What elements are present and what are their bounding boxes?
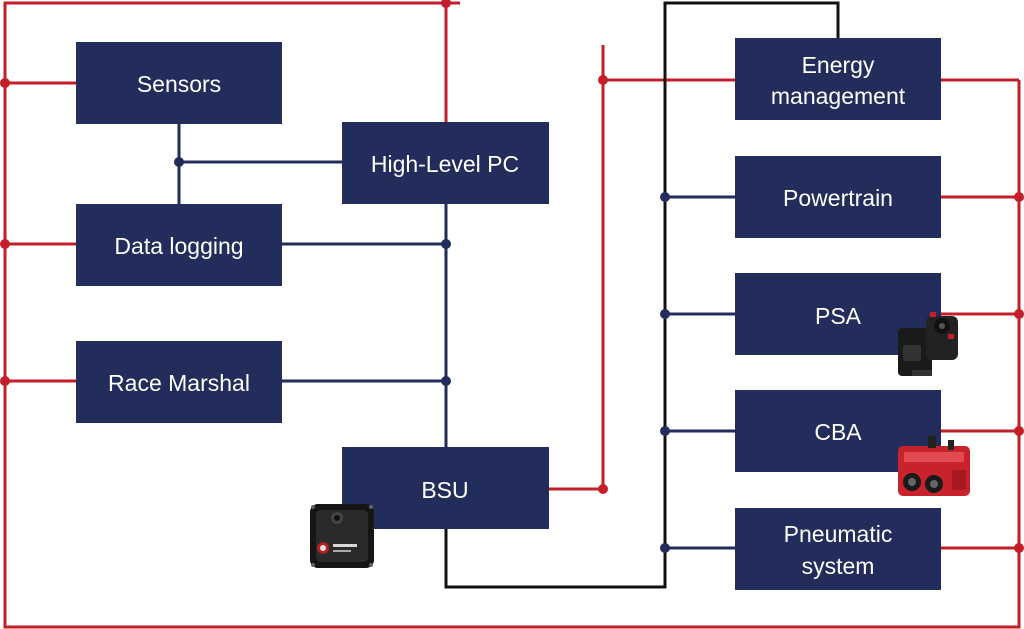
block-label: Data logging [114,233,243,259]
block-pneumatic-system: Pneumatic system [735,508,941,590]
junction-dot [174,157,184,167]
junction-dot [441,376,451,386]
block-energy-management: Energy management [735,38,941,120]
bsu-device-icon [310,504,374,568]
block-sensors: Sensors [76,42,282,124]
junction-dot [1014,309,1024,319]
block-label-line1: Energy [802,52,875,78]
block-data-logging: Data logging [76,204,282,286]
junction-dot [1014,543,1024,553]
bsu-link-line [444,1,840,589]
block-label-line1: Pneumatic [784,521,893,547]
junction-dot [660,426,670,436]
junction-dot [0,78,10,88]
block-label: Race Marshal [108,370,250,396]
block-label-line2: management [771,83,906,109]
block-high-level-pc: High-Level PC [342,122,549,204]
junction-dot [441,239,451,249]
block-label: Powertrain [783,185,893,211]
block-label: PSA [815,303,862,329]
junction-dot [1014,426,1024,436]
junction-dot [0,239,10,249]
junction-dot [598,75,608,85]
block-label: BSU [421,477,468,503]
junction-dot [660,309,670,319]
junction-dot [1014,192,1024,202]
block-powertrain: Powertrain [735,156,941,238]
junction-dots [0,0,1024,553]
junction-dot [0,376,10,386]
block-label: Sensors [137,71,221,97]
junction-dot [598,484,608,494]
power-lines [3,1,1021,629]
block-bsu: BSU [342,447,549,529]
junction-dot [441,0,451,8]
block-label: High-Level PC [371,151,519,177]
outer-power-loop [3,1,1021,629]
psa-device-icon [898,312,958,376]
cba-device-icon [898,436,970,496]
block-label: CBA [814,419,862,445]
junction-dot [660,543,670,553]
block-label-line2: system [802,553,875,579]
junction-dot [660,192,670,202]
block-race-marshal: Race Marshal [76,341,282,423]
